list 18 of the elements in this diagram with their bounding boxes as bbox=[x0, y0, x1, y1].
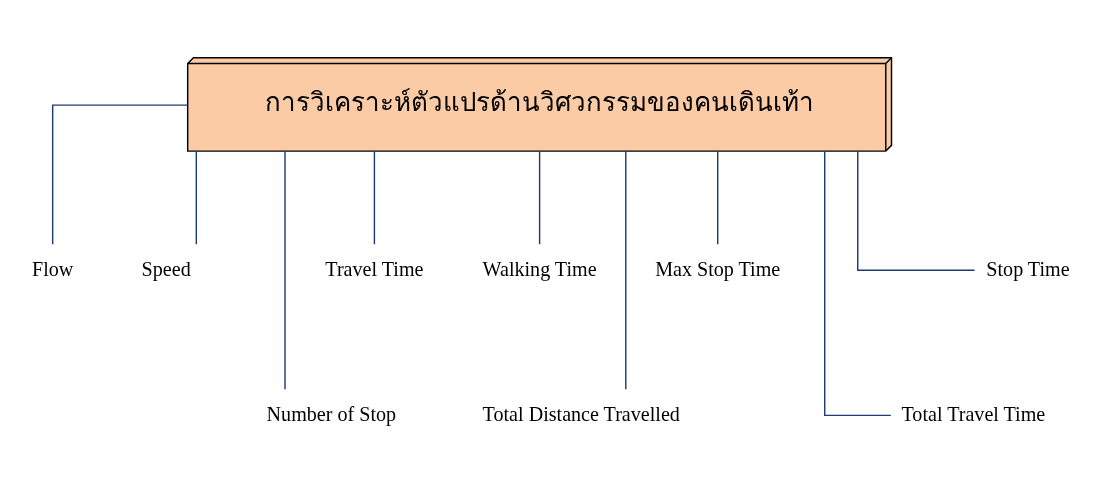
connector bbox=[284, 150, 286, 390]
node-text: Travel Time bbox=[325, 257, 424, 280]
connector bbox=[857, 150, 976, 271]
connector bbox=[51, 103, 189, 245]
connector bbox=[538, 150, 541, 245]
connector bbox=[717, 150, 719, 245]
connector bbox=[824, 150, 892, 416]
node-text: Walking Time bbox=[482, 257, 597, 280]
node-text: Total Distance Travelled bbox=[482, 402, 680, 425]
connector bbox=[625, 150, 627, 390]
node-text: Number of Stop bbox=[266, 402, 397, 425]
node-text: Flow bbox=[32, 257, 74, 280]
node-text: Stop Time bbox=[986, 257, 1070, 280]
connector bbox=[195, 150, 198, 245]
node-text: Max Stop Time bbox=[655, 257, 781, 280]
node-text: Speed bbox=[141, 257, 191, 280]
node-text: Total Travel Time bbox=[901, 402, 1046, 425]
connector bbox=[373, 150, 376, 245]
